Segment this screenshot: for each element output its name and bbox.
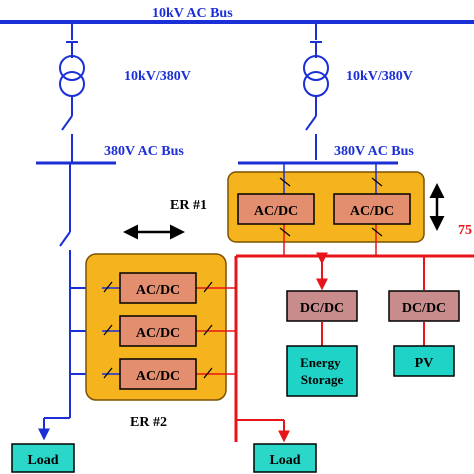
er1-converter-1-label: AC/DC	[254, 204, 298, 219]
load-right-label: Load	[269, 453, 300, 468]
energy-storage-box	[286, 345, 358, 397]
er2-converter-2	[119, 315, 197, 347]
pv-box	[393, 345, 455, 377]
energy-storage-label: Energy Storage	[300, 355, 344, 387]
er2-wiring	[102, 281, 236, 379]
er2-label: ER #2	[130, 415, 167, 430]
load-right-box	[253, 443, 317, 473]
er2-converter-2-label: AC/DC	[136, 326, 180, 341]
er1-label: ER #1	[170, 198, 207, 213]
bus-380v-left-label: 380V AC Bus	[104, 144, 184, 159]
er2-converter-3-label: AC/DC	[136, 369, 180, 384]
right-load-feeder	[236, 419, 290, 443]
bus-10kv-label: 10kV AC Bus	[152, 6, 233, 21]
transformer-right-label: 10kV/380V	[346, 69, 413, 84]
load-left-box	[11, 443, 75, 473]
transformer-left-label: 10kV/380V	[124, 69, 191, 84]
dc-bus	[234, 254, 474, 442]
dcdc-2-label: DC/DC	[402, 301, 446, 316]
transformer-left	[59, 22, 85, 163]
er2-converter-3	[119, 358, 197, 390]
dcdc-2-box	[388, 290, 460, 322]
load-left-label: Load	[27, 453, 58, 468]
er1-wiring	[279, 163, 383, 256]
transformer-right	[303, 22, 329, 160]
er2-converter-1	[119, 272, 197, 304]
er2-converter-1-label: AC/DC	[136, 283, 180, 298]
er1-converter-2	[333, 193, 411, 225]
pv-label: PV	[415, 356, 434, 371]
er1-converter-1	[237, 193, 315, 225]
er1-converter-2-label: AC/DC	[350, 204, 394, 219]
bus-380v-right-label: 380V AC Bus	[334, 144, 414, 159]
dcdc-1-label: DC/DC	[300, 301, 344, 316]
dc-bus-voltage-label: 75	[458, 223, 472, 238]
dcdc-1-box	[286, 290, 358, 322]
